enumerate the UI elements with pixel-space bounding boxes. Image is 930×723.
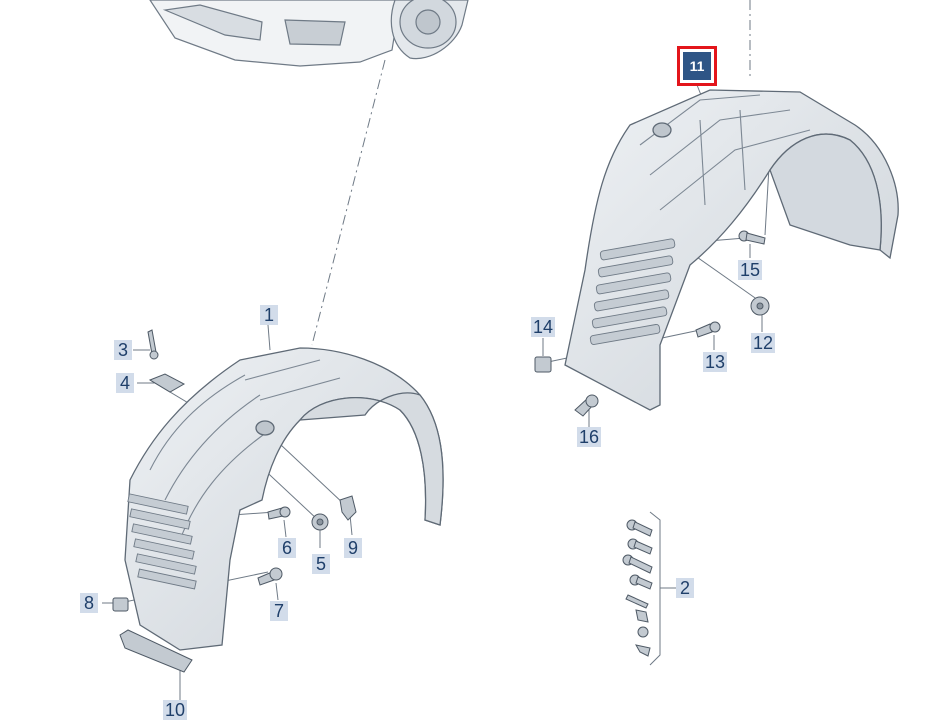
callout-2[interactable]: 2 (676, 578, 694, 598)
callout-7[interactable]: 7 (270, 601, 288, 621)
callout-6[interactable]: 6 (278, 538, 296, 558)
callout-14[interactable]: 14 (531, 317, 555, 337)
callout-15[interactable]: 15 (738, 260, 762, 280)
fasteners (112, 230, 770, 673)
callout-10[interactable]: 10 (163, 700, 187, 720)
vehicle-front-illustration (149, 0, 469, 67)
wheel-arch-liner-left (124, 347, 444, 651)
leader-lines (311, 0, 751, 346)
callout-3[interactable]: 3 (114, 340, 132, 360)
callout-12[interactable]: 12 (751, 333, 775, 353)
wheel-arch-liner-right (564, 89, 899, 411)
callout-16[interactable]: 16 (577, 427, 601, 447)
callout-9[interactable]: 9 (344, 538, 362, 558)
callout-13[interactable]: 13 (703, 352, 727, 372)
callout-1[interactable]: 1 (260, 305, 278, 325)
callout-8[interactable]: 8 (80, 593, 98, 613)
callout-4[interactable]: 4 (116, 373, 134, 393)
callout-11-selected[interactable]: 11 (677, 46, 717, 86)
callout-5[interactable]: 5 (312, 554, 330, 574)
